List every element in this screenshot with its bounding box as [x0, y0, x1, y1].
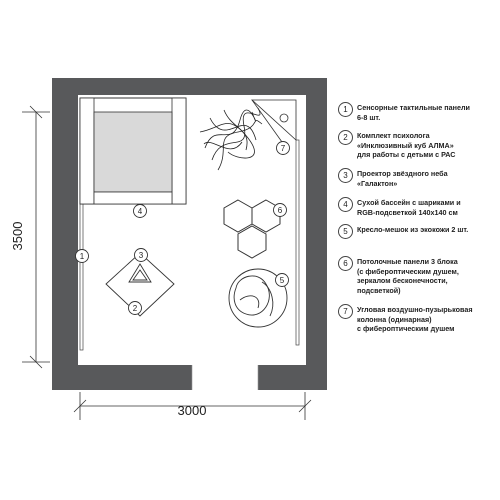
plan-marker-7: 7	[276, 141, 290, 155]
svg-text:6: 6	[278, 206, 283, 215]
room-walls	[52, 78, 327, 390]
legend-number: 2	[338, 130, 353, 145]
floor-plan: 3500 3000	[10, 78, 327, 420]
legend-text: Кресло-мешок из экокожи 2 шт.	[357, 225, 469, 234]
plan-marker-2: 2	[128, 301, 142, 315]
svg-text:7: 7	[281, 144, 286, 153]
svg-text:4: 4	[138, 207, 143, 216]
svg-text:1: 1	[80, 252, 85, 261]
legend-text: Сухой бассейн с шариками и RGB-подсветко…	[357, 198, 461, 217]
plan-marker-5: 5	[275, 273, 289, 287]
plan-marker-3: 3	[134, 248, 148, 262]
legend-number: 3	[338, 168, 353, 183]
width-dimension-label: 3000	[178, 403, 207, 418]
legend-number: 7	[338, 304, 353, 319]
legend-text: Проектор звёздного неба «Галактон»	[357, 169, 448, 188]
legend-text: Потолочные панели 3 блока (с фиберοптиче…	[357, 257, 459, 295]
legend-text: Угловая воздушно-пузырьковая колонна (од…	[357, 305, 473, 333]
legend-text: Комплект психолога «Инклюзивный куб АЛМА…	[357, 131, 456, 159]
legend-text: Сенсорные тактильные панели 6-8 шт.	[357, 103, 470, 122]
plan-marker-6: 6	[273, 203, 287, 217]
bean-bag-chair	[228, 268, 288, 328]
legend-number: 4	[338, 197, 353, 212]
star-projector	[128, 263, 152, 283]
svg-text:3: 3	[139, 251, 144, 260]
plan-marker-1: 1	[75, 249, 89, 263]
svg-text:5: 5	[280, 276, 285, 285]
dry-ball-pool	[79, 97, 187, 205]
plan-marker-4: 4	[133, 204, 147, 218]
door-opening	[191, 365, 259, 390]
legend-number: 1	[338, 102, 353, 117]
legend-number: 6	[338, 256, 353, 271]
height-dimension-label: 3500	[10, 222, 25, 251]
legend-number: 5	[338, 224, 353, 239]
psychologist-kit-table	[105, 252, 175, 317]
svg-text:2: 2	[133, 304, 138, 313]
fiber-optic-shower	[199, 107, 263, 171]
dimension-lines	[22, 105, 312, 420]
ceiling-hex-panels	[223, 199, 281, 259]
bubble-column	[250, 99, 297, 143]
